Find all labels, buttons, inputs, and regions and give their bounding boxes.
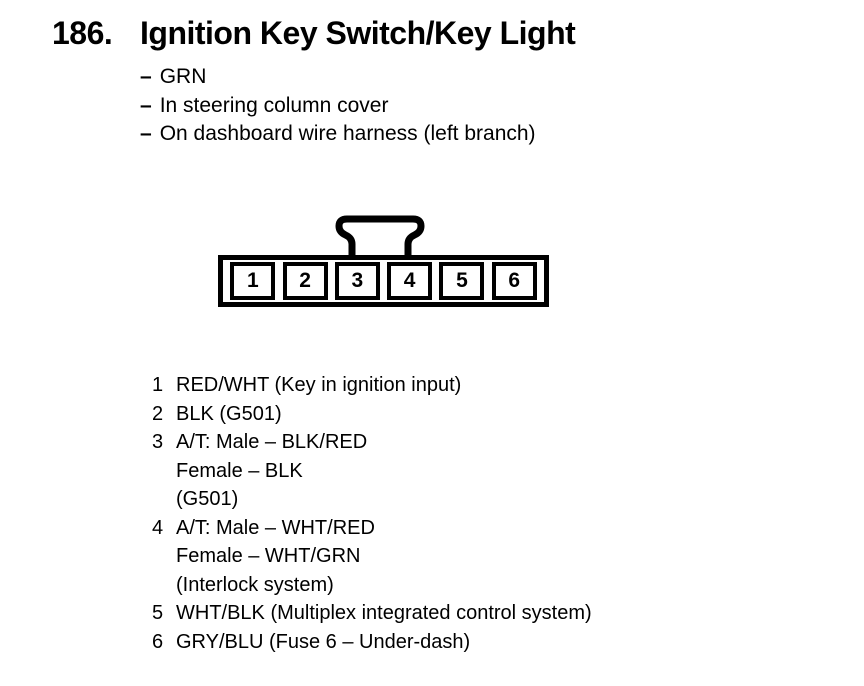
pin-row: 1 RED/WHT (Key in ignition input) [152, 371, 592, 400]
pin-row: 6 GRY/BLU (Fuse 6 – Under-dash) [152, 628, 592, 657]
pin-number: 6 [152, 630, 164, 653]
note-text: In steering column cover [159, 93, 389, 117]
note-dash: – [140, 93, 152, 117]
pin-text: A/T: Male – WHT/RED [176, 516, 375, 539]
pin-number-spacer [152, 485, 176, 514]
pin-text: GRY/BLU (Fuse 6 – Under-dash) [176, 630, 471, 653]
pin-number-spacer [152, 457, 176, 486]
pin-cavity-number: 2 [299, 269, 311, 292]
pin-number: 4 [152, 516, 164, 539]
pin-cavity-number: 3 [351, 269, 364, 292]
connector-pin-cell: 4 [387, 262, 433, 300]
page-title: Ignition Key Switch/Key Light [140, 15, 576, 51]
connector-notes: – GRN – In steering column cover – On da… [140, 63, 536, 149]
lock-tab-outline [335, 215, 425, 258]
connector-pin-cell: 5 [439, 262, 485, 300]
section-number: 186. [52, 15, 113, 51]
pin-text-continuation: (G501) [176, 488, 239, 510]
pin-row: (Interlock system) [152, 571, 592, 600]
pin-cavity-number: 4 [403, 269, 416, 292]
pin-text-continuation: Female – BLK [176, 459, 303, 482]
pin-cavity-number: 6 [508, 269, 521, 292]
note-text: GRN [159, 65, 207, 88]
note-dash: – [140, 65, 152, 88]
pin-row: 4 A/T: Male – WHT/RED [152, 514, 592, 543]
note-item: – In steering column cover [140, 92, 536, 121]
pin-text: BLK (G501) [176, 402, 282, 425]
pin-list: 1 RED/WHT (Key in ignition input) 2 BLK … [152, 371, 592, 656]
pin-number: 1 [152, 374, 164, 396]
pin-text: RED/WHT (Key in ignition input) [176, 374, 462, 396]
pin-number: 2 [152, 402, 164, 425]
pin-text-continuation: Female – WHT/GRN [176, 545, 361, 567]
pin-number: 5 [152, 602, 164, 624]
pin-row: Female – WHT/GRN [152, 542, 592, 571]
note-dash: – [140, 122, 152, 145]
connector-pin-cell: 3 [334, 262, 380, 300]
pin-text: A/T: Male – BLK/RED [176, 431, 368, 453]
pin-number-spacer [152, 571, 176, 600]
pin-cavity-number: 1 [246, 269, 259, 292]
pin-number: 3 [152, 431, 164, 453]
pin-row: Female – BLK [152, 457, 592, 486]
connector-body: 1 2 3 4 5 6 [218, 255, 549, 307]
note-item: – On dashboard wire harness (left branch… [140, 120, 536, 149]
note-text: On dashboard wire harness (left branch) [159, 122, 536, 145]
pin-text: WHT/BLK (Multiplex integrated control sy… [176, 602, 592, 624]
connector-lock-tab-icon [335, 215, 425, 258]
pin-row: 5 WHT/BLK (Multiplex integrated control … [152, 599, 592, 628]
pin-text-continuation: (Interlock system) [176, 573, 334, 596]
connector-pin-cell: 2 [282, 262, 328, 300]
section-header: 186. Ignition Key Switch/Key Light [52, 13, 576, 53]
connector-diagram: 1 2 3 4 5 6 [218, 214, 549, 308]
connector-pin-cell: 1 [230, 262, 276, 300]
pin-row: (G501) [152, 485, 592, 514]
connector-pin-cell: 6 [491, 262, 537, 300]
pin-row: 2 BLK (G501) [152, 400, 592, 429]
pin-row: 3 A/T: Male – BLK/RED [152, 428, 592, 457]
pin-cavity-number: 5 [456, 269, 468, 292]
note-item: – GRN [140, 63, 536, 92]
pin-number-spacer [152, 542, 176, 571]
